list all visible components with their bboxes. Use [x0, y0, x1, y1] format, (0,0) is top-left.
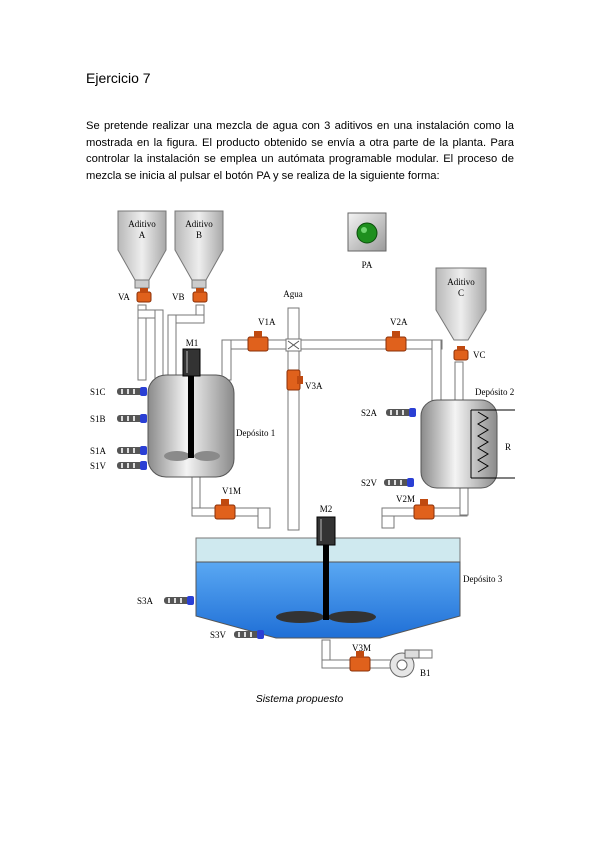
m2-label: M2 [320, 504, 333, 514]
hopper-b: Aditivo B [174, 210, 224, 289]
s2v-label: S2V [361, 478, 378, 488]
s1c-label: S1C [90, 387, 106, 397]
vb-label: VB [172, 292, 185, 302]
hopper-b-label-1: Aditivo [185, 219, 213, 229]
s1v-label: S1V [90, 461, 107, 471]
v3a-label: V3A [305, 381, 323, 391]
v1m-label: V1M [222, 486, 241, 496]
s3v-label: S3V [210, 630, 227, 640]
v1a-label: V1A [258, 317, 276, 327]
m2-motor-icon [316, 516, 336, 546]
vc-label: VC [473, 350, 486, 360]
pa-label: PA [362, 260, 373, 270]
va-label: VA [118, 292, 130, 302]
deposito-2-label: Depósito 2 [475, 387, 514, 397]
figure-caption: Sistema propuesto [255, 693, 344, 705]
b1-label: B1 [420, 668, 431, 678]
exercise-heading: Ejercicio 7 [86, 70, 151, 86]
valve-v3a-icon [286, 369, 303, 391]
valve-va-icon [136, 288, 152, 303]
v3m-label: V3M [352, 643, 371, 653]
pump-b1-icon [389, 649, 420, 678]
deposito-2-tank [420, 399, 515, 489]
valve-vc-icon [453, 346, 469, 361]
v2a-label: V2A [390, 317, 408, 327]
m1-motor-icon [182, 348, 201, 377]
agua-label: Agua [283, 289, 303, 299]
heater-r-label: R [505, 442, 511, 452]
s1b-label: S1B [90, 414, 106, 424]
deposito-1-tank [147, 372, 235, 478]
deposito-3-label: Depósito 3 [463, 574, 503, 584]
s2a-label: S2A [361, 408, 378, 418]
hopper-c: Aditivo C [435, 267, 487, 341]
valve-v3m-icon [349, 651, 371, 672]
sensor-s3a-icon [164, 596, 194, 605]
valve-vb-icon [192, 288, 208, 303]
hopper-c-label-1: Aditivo [447, 277, 475, 287]
s1a-label: S1A [90, 446, 107, 456]
hopper-c-label-2: C [458, 288, 464, 298]
m1-label: M1 [186, 338, 199, 348]
valve-v2a-icon [385, 331, 407, 352]
sensor-s1a-icon [117, 446, 147, 455]
exercise-paragraph: Se pretende realizar una mezcla de agua … [86, 120, 514, 182]
valve-v1a-icon [247, 331, 269, 352]
deposito-1-label: Depósito 1 [236, 428, 275, 438]
sensor-s2v-icon [384, 478, 414, 487]
hopper-b-label-2: B [196, 230, 202, 240]
hopper-a: Aditivo A [117, 210, 167, 289]
sensor-s1v-icon [117, 461, 147, 470]
sensor-s1b-icon [117, 414, 147, 423]
hopper-a-label-2: A [139, 230, 146, 240]
s3a-label: S3A [137, 596, 154, 606]
sensor-s1c-icon [117, 387, 147, 396]
v2m-label: V2M [396, 494, 415, 504]
level-sensors: S1C S1B S1A S1V S2A [90, 387, 416, 640]
sensor-s3v-icon [234, 630, 264, 639]
hopper-a-label-1: Aditivo [128, 219, 156, 229]
valve-v1m-icon [214, 499, 236, 520]
cross-junction-icon [285, 338, 302, 352]
sensor-s2a-icon [386, 408, 416, 417]
pa-push-button[interactable] [347, 212, 387, 252]
deposito-3-tank [195, 537, 461, 639]
valve-v2m-icon [413, 499, 435, 520]
